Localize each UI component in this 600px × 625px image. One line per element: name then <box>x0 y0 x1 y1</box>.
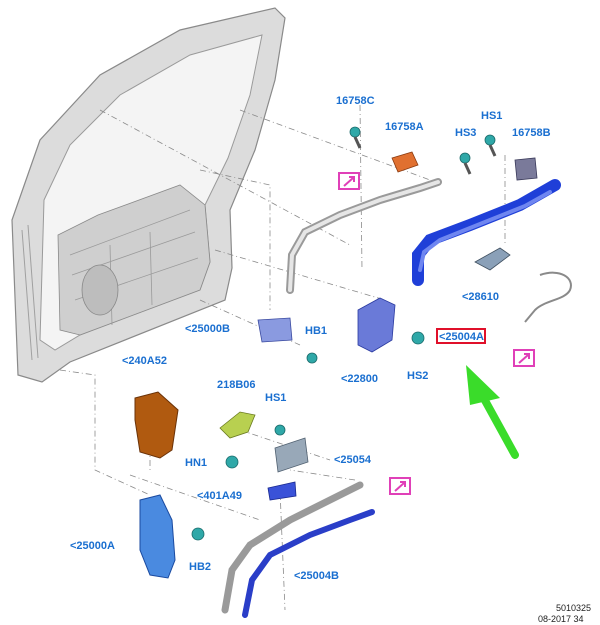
part-label-240A52[interactable]: <240A52 <box>122 355 167 367</box>
part-label-22800[interactable]: <22800 <box>341 373 379 385</box>
run-channel-25004A <box>412 179 561 286</box>
clip-16758A <box>391 151 419 173</box>
bracket-240A52 <box>134 391 179 459</box>
door-shell <box>11 7 286 383</box>
part-label-hs3[interactable]: HS3 <box>455 127 477 139</box>
fastener-hs2 <box>411 331 425 345</box>
bracket-16758B <box>514 157 538 181</box>
part-label-hs2[interactable]: HS2 <box>407 370 429 382</box>
fastener-hs1-mid <box>274 424 286 436</box>
part-label-25004B[interactable]: <25004B <box>294 570 339 582</box>
part-label-25004A[interactable]: <25004A <box>439 331 484 343</box>
part-label-hs1-mid[interactable]: HS1 <box>265 392 287 404</box>
highlight-box-25004A <box>436 328 486 344</box>
diagram-date: 08-2017 34 <box>538 614 584 624</box>
fastener-hb2 <box>191 527 205 541</box>
part-label-28610[interactable]: <28610 <box>462 291 500 303</box>
part-label-16758B[interactable]: 16758B <box>512 127 551 139</box>
part-label-218B06[interactable]: 218B06 <box>217 379 256 391</box>
part-label-hs1-top[interactable]: HS1 <box>481 110 503 122</box>
link-icon-upper-strip[interactable] <box>338 172 360 190</box>
green-arrow <box>466 365 519 459</box>
part-label-25054[interactable]: <25054 <box>334 454 372 466</box>
fastener-hb1 <box>306 352 318 364</box>
part-label-hn1[interactable]: HN1 <box>185 457 208 469</box>
cable <box>524 271 572 323</box>
link-icon-lower-strip[interactable] <box>389 477 411 495</box>
run-channel-25004B <box>242 509 375 618</box>
part-label-25000A[interactable]: <25000A <box>70 540 115 552</box>
bracket-25054 <box>274 437 309 473</box>
fastener-16758C <box>349 126 362 149</box>
weatherstrip-lower <box>221 481 364 614</box>
hinge-25000A <box>139 494 176 579</box>
fastener-hs3 <box>459 152 472 175</box>
fastener-hs1-top <box>484 134 497 157</box>
hinge-22800 <box>357 297 396 353</box>
bracket-25000B <box>257 317 293 343</box>
part-label-hb1[interactable]: HB1 <box>305 325 328 337</box>
part-label-16758A[interactable]: 16758A <box>385 121 424 133</box>
bracket-28610 <box>474 247 511 271</box>
weatherstrip-upper <box>286 178 442 294</box>
part-label-16758C[interactable]: 16758C <box>336 95 375 107</box>
handle-218B06 <box>219 411 256 439</box>
part-label-hb2[interactable]: HB2 <box>189 561 212 573</box>
diagram-code: 5010325 <box>556 603 592 613</box>
part-label-25000B[interactable]: <25000B <box>185 323 230 335</box>
fastener-hn1 <box>225 455 239 469</box>
link-icon-cable[interactable] <box>513 349 535 367</box>
part-label-401A49[interactable]: <401A49 <box>197 490 242 502</box>
bracket-401A49 <box>267 481 297 501</box>
